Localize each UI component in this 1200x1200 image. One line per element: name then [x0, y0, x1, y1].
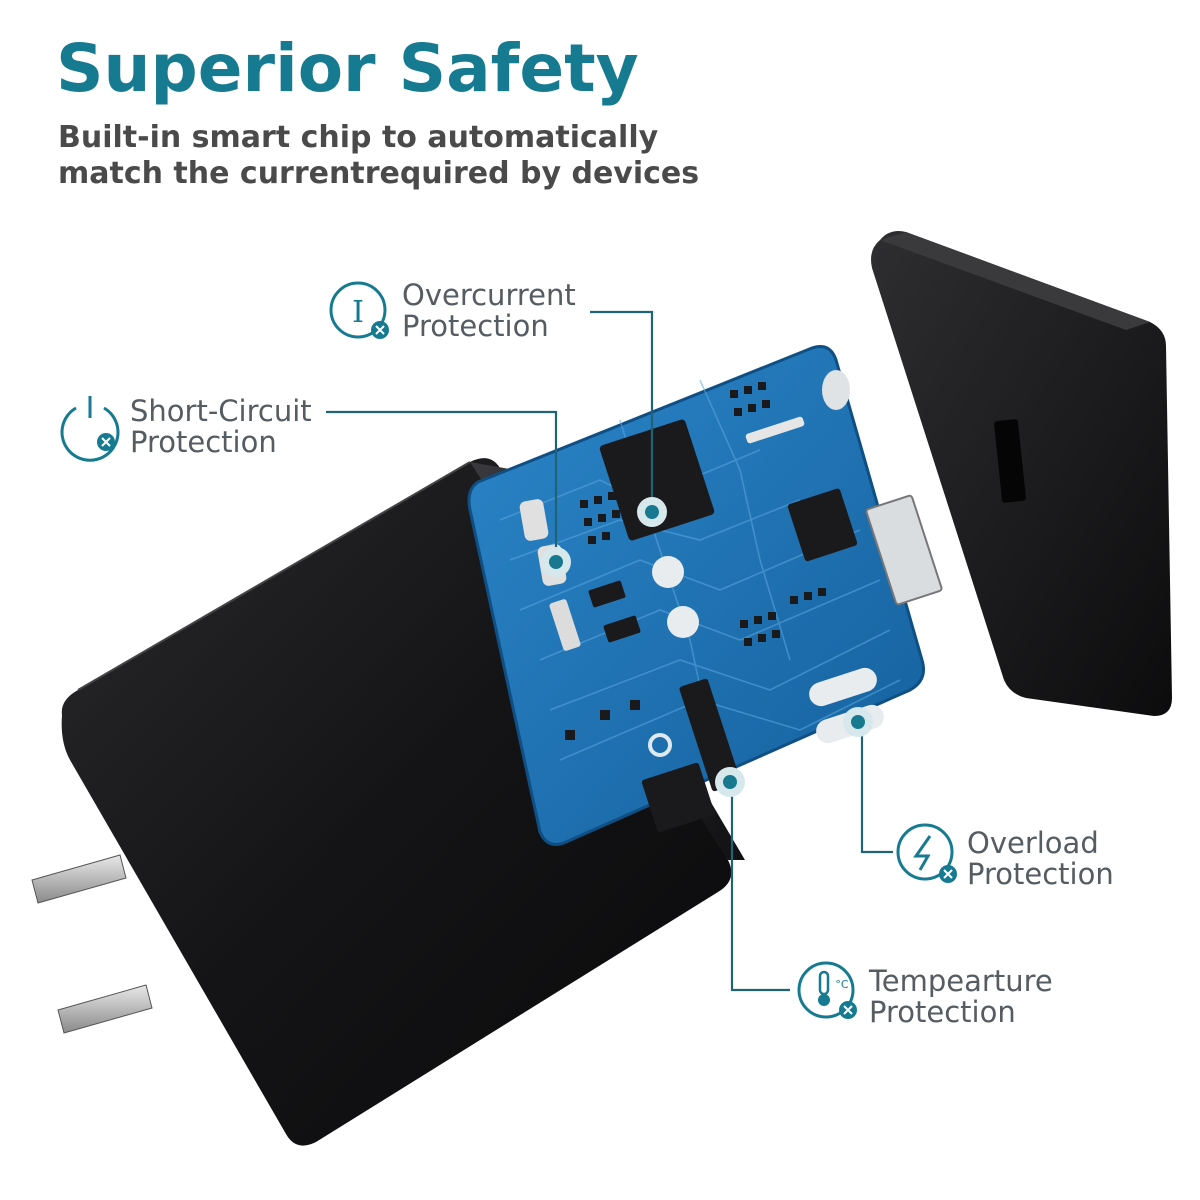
feature-short-circuit-line2: Protection — [130, 425, 277, 459]
feature-overload: Overload Protection — [967, 828, 1114, 890]
page-title: Superior Safety — [56, 30, 639, 107]
subtitle-line-2: match the currentrequired by devices — [58, 156, 700, 191]
feature-overload-line2: Protection — [967, 857, 1114, 891]
overcurrent-icon: I — [329, 281, 389, 339]
short-circuit-icon — [60, 396, 120, 462]
feature-temperature: Tempearture Protection — [869, 966, 1053, 1028]
feature-short-circuit-line1: Short-Circuit — [130, 394, 312, 428]
callout-dots — [541, 497, 873, 797]
temperature-unit-glyph: °C — [835, 978, 849, 991]
feature-overcurrent-line2: Protection — [402, 309, 549, 343]
feature-overload-line1: Overload — [967, 826, 1099, 860]
feature-short-circuit: Short-Circuit Protection — [130, 396, 312, 458]
overcurrent-glyph: I — [352, 295, 364, 330]
usb-port-icon — [994, 419, 1026, 503]
overload-icon — [896, 823, 957, 883]
feature-overcurrent-line1: Overcurrent — [402, 278, 576, 312]
plug-prongs — [31, 854, 153, 1034]
temperature-icon: °C — [797, 961, 857, 1019]
circuit-board — [467, 345, 943, 846]
feature-overcurrent: Overcurrent Protection — [402, 280, 576, 342]
charger-end-cap — [871, 231, 1172, 716]
feature-temperature-line2: Protection — [869, 995, 1016, 1029]
page-subtitle: Built-in smart chip to automatically mat… — [58, 120, 758, 192]
subtitle-line-1: Built-in smart chip to automatically — [58, 120, 659, 155]
feature-temperature-line1: Tempearture — [869, 964, 1053, 998]
